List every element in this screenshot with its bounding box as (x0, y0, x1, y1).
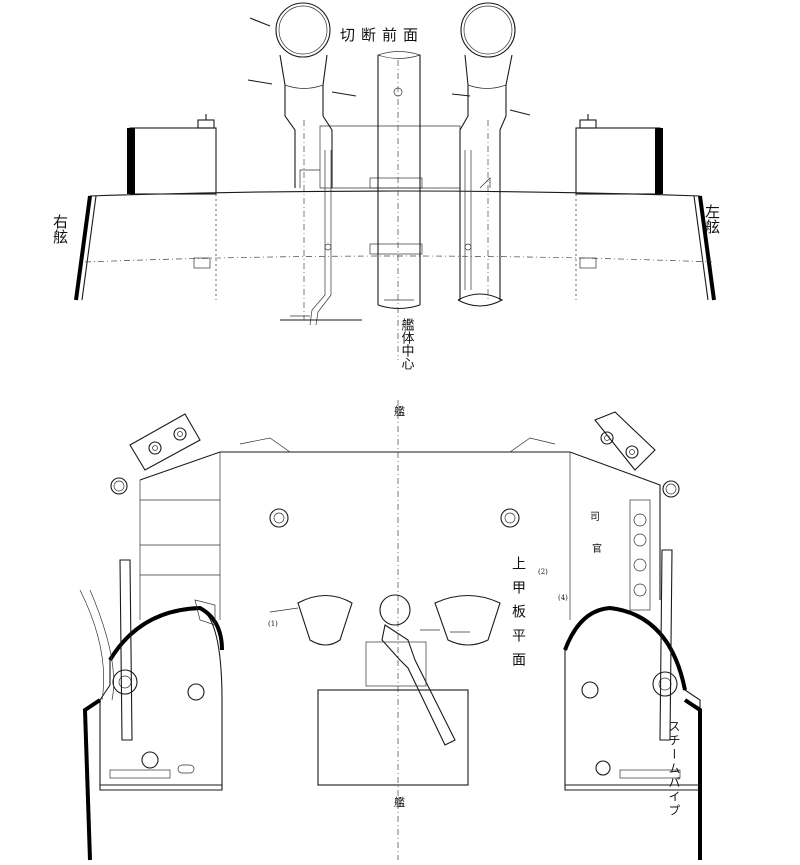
lower-view-title: 上甲板平面 (510, 556, 526, 676)
small-mark: 司 (590, 512, 600, 523)
central-gear (269, 594, 501, 786)
hull-deck-band (74, 190, 716, 301)
stern-mark: 艦 (394, 795, 405, 809)
port-label: 左舷 (703, 204, 721, 235)
deck-fitting (269, 508, 289, 528)
small-mark: (2) (538, 568, 548, 576)
left-turret-housing (79, 477, 224, 861)
lower-deck-plan-view: 上甲板平面 艦 艦 スチームパイプ 司 官 (4) (1) (2) (79, 400, 702, 861)
upper-section-view: 切断前面 右舷 左舷 艦体中心 (51, 2, 721, 370)
right-funnel-pipe (451, 2, 531, 307)
small-mark: (1) (268, 620, 278, 628)
upper-view-title: 切断前面 (340, 26, 424, 44)
right-turret-housing (563, 480, 702, 860)
right-side-box (575, 114, 663, 195)
steam-pipe-annotation: スチームパイプ (667, 720, 681, 818)
small-mark: (4) (558, 594, 568, 602)
right-wing-plate (594, 411, 656, 471)
centerline-label: 艦体中心 (399, 318, 415, 370)
bow-mark: 艦 (394, 404, 405, 418)
left-funnel-pipe (247, 2, 362, 326)
starboard-label: 右舷 (51, 214, 69, 245)
left-side-box (127, 114, 217, 195)
center-funnel-pipe (331, 51, 422, 360)
small-mark: 官 (592, 542, 602, 555)
left-wing-plate (129, 413, 201, 471)
deck-fitting (500, 508, 520, 528)
